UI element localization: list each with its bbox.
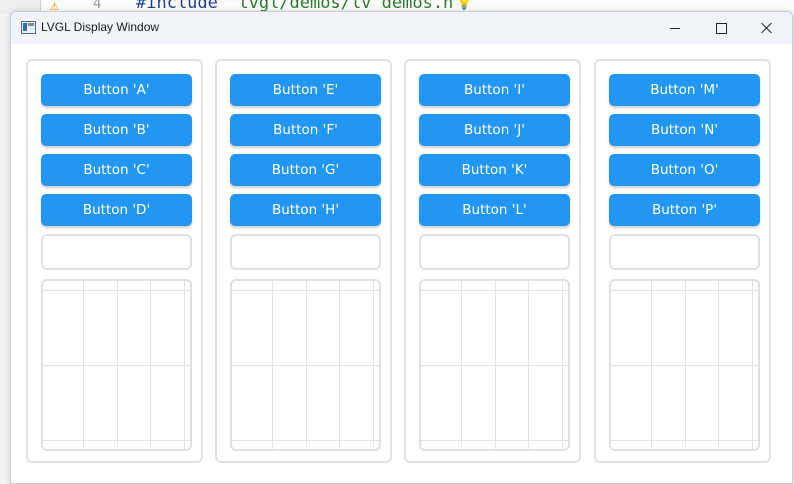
lightbulb-icon: 💡 [456,0,473,11]
column-panel-3[interactable]: Button 'I' Button 'J' Button 'K' Button … [404,59,581,463]
editor-gutter-divider [40,0,41,14]
warning-icon: ⚠ [50,0,60,14]
button-j[interactable]: Button 'J' [419,114,570,146]
maximize-button[interactable] [698,12,744,44]
code-string: "lvgl/demos/lv_demos.h" [228,0,464,13]
text-area-1[interactable] [41,234,192,270]
table-2[interactable] [230,279,381,451]
editor-line-number: 4 [93,0,102,12]
text-area-3[interactable] [419,234,570,270]
editor-code-line: #include "lvgl/demos/lv_demos.h" [136,0,464,13]
editor-gutter [0,0,40,14]
button-e[interactable]: Button 'E' [230,74,381,106]
table-1[interactable] [41,279,192,451]
column-panel-1[interactable]: Button 'A' Button 'B' Button 'C' Button … [26,59,203,463]
button-h[interactable]: Button 'H' [230,194,381,226]
table-4[interactable] [609,279,760,451]
code-keyword: #include [136,0,229,13]
table-grid-line [421,290,568,291]
table-grid-line [611,440,758,441]
table-grid-line [232,440,379,441]
table-grid-line [421,440,568,441]
lvgl-canvas: Button 'A' Button 'B' Button 'C' Button … [11,44,792,483]
close-icon [761,22,773,34]
button-o[interactable]: Button 'O' [609,154,760,186]
table-grid-line [421,365,568,366]
minimize-icon [670,27,680,29]
maximize-icon [715,22,727,34]
button-b[interactable]: Button 'B' [41,114,192,146]
column-panel-4[interactable]: Button 'M' Button 'N' Button 'O' Button … [594,59,771,463]
button-m[interactable]: Button 'M' [609,74,760,106]
text-area-2[interactable] [230,234,381,270]
button-g[interactable]: Button 'G' [230,154,381,186]
text-area-4[interactable] [609,234,760,270]
column-panel-2[interactable]: Button 'E' Button 'F' Button 'G' Button … [215,59,392,463]
window-titlebar[interactable]: LVGL Display Window [11,12,792,44]
window-title: LVGL Display Window [41,20,160,34]
button-d[interactable]: Button 'D' [41,194,192,226]
table-3[interactable] [419,279,570,451]
close-button[interactable] [744,12,790,44]
button-k[interactable]: Button 'K' [419,154,570,186]
table-grid-line [611,290,758,291]
lvgl-display-window: LVGL Display Window Button 'A' Button 'B… [10,11,793,484]
table-grid-line [43,440,190,441]
table-grid-line [43,290,190,291]
button-l[interactable]: Button 'L' [419,194,570,226]
table-grid-line [611,365,758,366]
button-f[interactable]: Button 'F' [230,114,381,146]
button-a[interactable]: Button 'A' [41,74,192,106]
table-grid-line [232,365,379,366]
app-icon [21,21,36,34]
minimize-button[interactable] [652,12,698,44]
table-grid-line [232,290,379,291]
button-n[interactable]: Button 'N' [609,114,760,146]
background-code-editor: ⚠ 4 #include "lvgl/demos/lv_demos.h" 💡 [0,0,794,14]
button-p[interactable]: Button 'P' [609,194,760,226]
button-c[interactable]: Button 'C' [41,154,192,186]
button-i[interactable]: Button 'I' [419,74,570,106]
table-grid-line [43,365,190,366]
